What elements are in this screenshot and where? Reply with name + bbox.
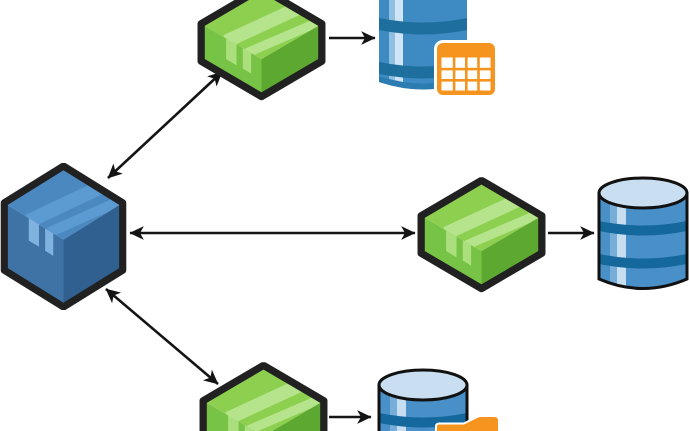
database-cylinder-icon (596, 175, 690, 299)
connector-hub-module-top[interactable] (107, 71, 223, 179)
module-node-bottom[interactable] (199, 362, 328, 431)
table-grid-icon (433, 39, 499, 99)
hub-package-node[interactable] (0, 163, 127, 310)
module-node-top[interactable] (197, 0, 326, 102)
package-3d-icon (0, 163, 127, 310)
module-node-middle[interactable] (417, 177, 546, 294)
orange-icon-partial[interactable] (434, 414, 502, 431)
connector-hub-module-bottom[interactable] (105, 288, 219, 385)
orange-badge-icon (434, 414, 502, 431)
table-icon[interactable] (433, 39, 499, 99)
database-node-middle[interactable] (596, 175, 690, 299)
package-3d-icon (417, 177, 546, 294)
package-3d-icon (197, 0, 326, 102)
package-3d-icon (199, 362, 328, 431)
